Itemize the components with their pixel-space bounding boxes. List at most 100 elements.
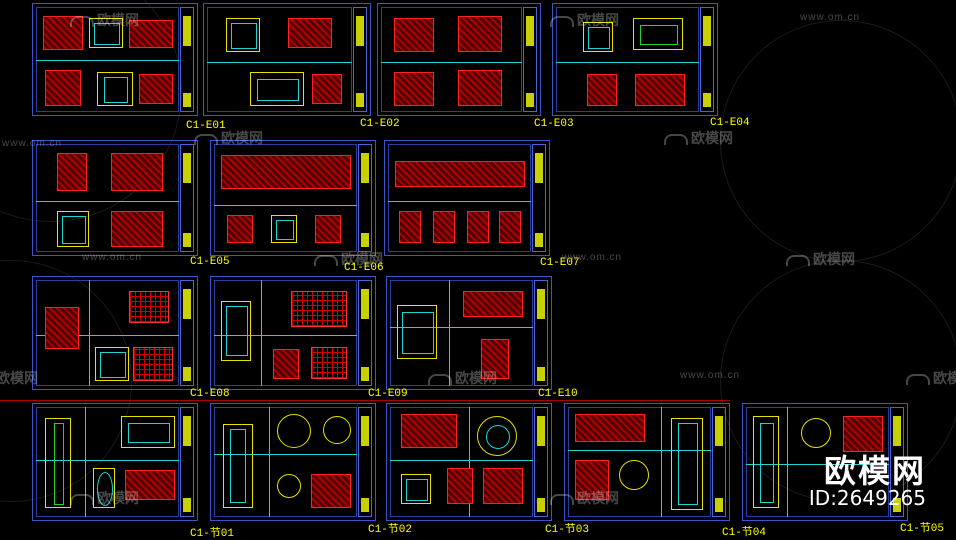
drawing-sheet[interactable] bbox=[210, 140, 376, 256]
sheet-label: C1-节02 bbox=[368, 524, 413, 536]
watermark-brand: 欧模网 bbox=[0, 370, 38, 386]
drawing-sheet[interactable] bbox=[564, 403, 730, 521]
detail-drawing bbox=[121, 416, 175, 448]
sheet-label: C1-E04 bbox=[710, 117, 750, 129]
detail-drawing bbox=[125, 470, 175, 500]
drawing-sheet[interactable] bbox=[386, 276, 552, 390]
elevation-drawing bbox=[226, 18, 260, 52]
elevation-drawing bbox=[458, 16, 502, 52]
sheet-label: C1-节05 bbox=[900, 523, 945, 535]
drawing-sheet[interactable] bbox=[386, 403, 552, 521]
watermark-brand: 欧模网 bbox=[70, 10, 139, 30]
watermark-url: www.om.cn bbox=[800, 12, 861, 23]
plan-drawing bbox=[221, 301, 251, 361]
detail-drawing bbox=[401, 474, 431, 504]
plan-drawing bbox=[129, 291, 169, 323]
watermark-brand: 欧模网 bbox=[70, 488, 139, 508]
watermark-brand: 欧模网 bbox=[194, 128, 263, 148]
detail-drawing bbox=[575, 460, 609, 500]
watermark-brand: 欧模网 bbox=[314, 249, 383, 269]
detail-drawing bbox=[843, 416, 883, 452]
plan-drawing bbox=[273, 349, 299, 379]
detail-drawing bbox=[401, 414, 457, 448]
elevation-drawing bbox=[45, 70, 81, 106]
elevation-drawing bbox=[394, 72, 434, 106]
elevation-drawing bbox=[250, 72, 304, 106]
elevation-drawing bbox=[433, 211, 455, 243]
elevation-drawing bbox=[635, 74, 685, 106]
elevation-drawing bbox=[458, 70, 502, 106]
detail-drawing bbox=[277, 414, 311, 448]
plan-drawing bbox=[133, 347, 173, 381]
watermark-brand: 欧模网 bbox=[550, 488, 619, 508]
drawing-sheet[interactable] bbox=[203, 3, 371, 116]
elevation-drawing bbox=[312, 74, 342, 104]
detail-drawing bbox=[45, 418, 71, 508]
elevation-drawing bbox=[111, 153, 163, 191]
elevation-drawing bbox=[227, 215, 253, 243]
plan-drawing bbox=[397, 305, 437, 359]
elevation-drawing bbox=[57, 153, 87, 191]
elevation-drawing bbox=[97, 72, 133, 106]
watermark-ring bbox=[720, 20, 956, 262]
elevation-drawing bbox=[221, 155, 351, 189]
elevation-drawing bbox=[57, 211, 89, 247]
sheet-label: C1-节04 bbox=[722, 527, 767, 539]
divider-line bbox=[0, 400, 730, 401]
detail-drawing bbox=[93, 468, 115, 508]
detail-drawing bbox=[311, 474, 351, 508]
elevation-drawing bbox=[394, 18, 434, 52]
watermark-brand: 欧模网 bbox=[550, 10, 619, 30]
sheet-label: C1-E07 bbox=[540, 257, 580, 269]
detail-drawing bbox=[801, 418, 831, 448]
plan-drawing bbox=[463, 291, 523, 317]
elevation-drawing bbox=[583, 22, 613, 52]
sheet-label: C1-E08 bbox=[190, 388, 230, 400]
elevation-drawing bbox=[315, 215, 341, 243]
drawing-sheet[interactable] bbox=[552, 3, 718, 116]
drawing-sheet[interactable] bbox=[210, 276, 376, 390]
detail-drawing bbox=[447, 468, 473, 504]
drawing-sheet[interactable] bbox=[210, 403, 376, 521]
elevation-drawing bbox=[111, 211, 163, 247]
drawing-sheet[interactable] bbox=[377, 3, 541, 116]
elevation-drawing bbox=[467, 211, 489, 243]
resource-id: ID:2649265 bbox=[808, 486, 926, 510]
sheet-label: C1-E02 bbox=[360, 118, 400, 130]
elevation-drawing bbox=[271, 215, 297, 243]
detail-drawing bbox=[477, 416, 517, 456]
sheet-label: C1-E06 bbox=[344, 262, 384, 274]
drawing-sheet[interactable] bbox=[742, 403, 908, 521]
watermark-ring bbox=[720, 260, 956, 502]
drawing-sheet[interactable] bbox=[32, 276, 198, 390]
sheet-label: C1-节01 bbox=[190, 528, 235, 540]
elevation-drawing bbox=[89, 18, 123, 48]
elevation-drawing bbox=[139, 74, 173, 104]
elevation-drawing bbox=[129, 20, 173, 48]
drawing-sheet[interactable] bbox=[32, 403, 198, 521]
watermark-brand: 欧模网 bbox=[786, 249, 855, 269]
drawing-sheet[interactable] bbox=[32, 140, 198, 256]
detail-drawing bbox=[619, 460, 649, 490]
watermark-brand: 欧模网 bbox=[664, 128, 733, 148]
detail-drawing bbox=[753, 416, 779, 508]
elevation-drawing bbox=[633, 18, 683, 50]
elevation-drawing bbox=[587, 74, 617, 106]
sheet-label: C1-E01 bbox=[186, 120, 226, 132]
watermark-url: www.om.cn bbox=[680, 370, 741, 381]
sheet-label: C1-E05 bbox=[190, 256, 230, 268]
detail-drawing bbox=[671, 418, 703, 510]
watermark-url: www.om.cn bbox=[82, 252, 143, 263]
detail-drawing bbox=[483, 468, 523, 504]
elevation-drawing bbox=[288, 18, 332, 48]
detail-drawing bbox=[323, 416, 351, 444]
watermark-url: www.om.cn bbox=[2, 138, 63, 149]
watermark-brand: 欧模网 bbox=[906, 368, 956, 388]
drawing-sheet[interactable] bbox=[384, 140, 550, 256]
detail-drawing bbox=[575, 414, 645, 442]
plan-drawing bbox=[291, 291, 347, 327]
elevation-drawing bbox=[395, 161, 525, 187]
plan-drawing bbox=[481, 339, 509, 379]
drawing-sheet[interactable] bbox=[32, 3, 198, 116]
sheet-label: C1-节03 bbox=[545, 524, 590, 536]
